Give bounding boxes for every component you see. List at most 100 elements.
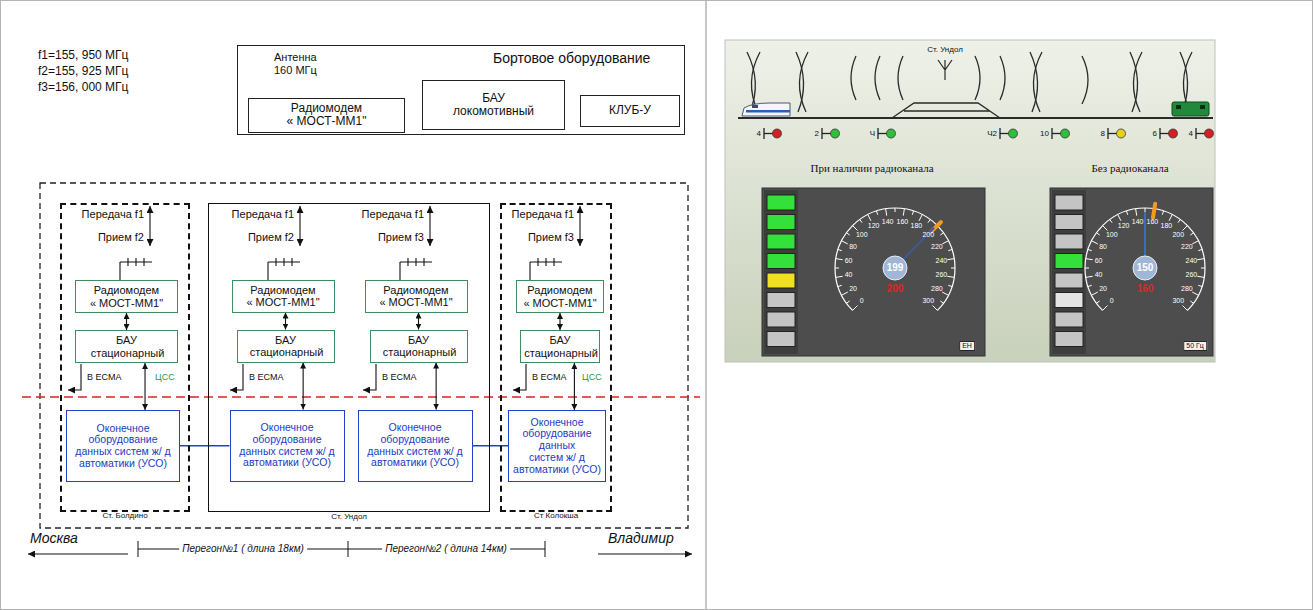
indicator-lamp <box>1055 293 1083 308</box>
group-heading: Ст. Ундол <box>331 513 367 522</box>
drawing-part <box>938 60 952 80</box>
connector <box>418 313 419 330</box>
text-label: Передача f1 <box>232 208 294 221</box>
drawing-part <box>68 364 81 390</box>
text-label: Антенна 160 МГц <box>274 51 332 76</box>
text-label: Передача f1 <box>512 208 574 221</box>
drawing-part <box>975 56 980 100</box>
dial-tick <box>1201 268 1205 269</box>
dial-tick <box>948 249 952 250</box>
connector <box>473 445 509 447</box>
terminal-equipment-box: Оконечное оборудование данных систем ж/ … <box>66 410 180 482</box>
dial-hub <box>1133 256 1157 280</box>
drawing-part <box>299 206 300 246</box>
signal-light <box>1205 129 1214 138</box>
drawing-part <box>746 110 790 113</box>
box-label: Оконечное оборудование данных систем ж/ … <box>70 423 176 470</box>
text-label: Прием f2 <box>98 231 144 244</box>
signal-light <box>1061 129 1070 138</box>
box-label: Оконечное оборудование данных систем ж/ … <box>234 422 341 469</box>
text-label: 280 <box>1181 285 1193 293</box>
drawing-part <box>1176 105 1181 109</box>
text-label: 260 <box>936 271 948 279</box>
dial-tick <box>1103 226 1108 231</box>
text-label: 0 <box>860 297 864 305</box>
text-label: 199 <box>887 262 904 274</box>
text-label: Прием f3 <box>528 231 574 244</box>
dial-tick <box>912 211 913 215</box>
box-label: Радиомодем « МОСТ-ММ1" <box>245 284 321 309</box>
indicator-lamp <box>767 195 795 210</box>
text-label: 140 <box>1132 218 1144 226</box>
direction-arrows <box>28 553 692 554</box>
dial-tick <box>842 292 848 295</box>
text-label: 200 <box>922 231 934 239</box>
text-label: 160 <box>1147 218 1159 226</box>
station-antennas <box>120 258 562 280</box>
dial-tick <box>1182 305 1187 310</box>
drawing-part <box>268 258 300 280</box>
signal-post <box>1196 133 1205 134</box>
group-heading: Ст Колокша <box>534 512 578 521</box>
dial-tick <box>1178 219 1180 222</box>
dial-tick <box>842 241 848 244</box>
box-label: БАУ стационарный <box>91 334 163 359</box>
dial-tick <box>1096 301 1099 303</box>
connector <box>144 363 145 410</box>
dial-tick <box>853 226 858 231</box>
text-label: 120 <box>868 222 880 230</box>
text-label: 2 <box>815 129 819 138</box>
text-label: 220 <box>931 243 943 251</box>
tx-rx-arrows <box>150 206 580 246</box>
indicator-lamp <box>1055 273 1083 288</box>
text-label: 200 <box>1172 231 1184 239</box>
text-label: Ч <box>870 129 875 138</box>
box-label: БАУ стационарный <box>250 334 322 359</box>
dial-tick <box>1110 219 1112 222</box>
drawing-part <box>28 553 128 554</box>
control-unit-box: БАУ стационарный <box>237 330 335 363</box>
boundary-line <box>22 396 700 397</box>
text-label: Передача f1 <box>362 208 424 221</box>
text-label: ЦСС <box>155 372 175 382</box>
text-label: Прием f3 <box>378 231 424 244</box>
group-heading: Бортовое оборудование <box>493 51 650 67</box>
signal-post <box>1052 133 1061 134</box>
text-label: 4 <box>757 129 761 138</box>
text-label: f1=155, 950 МГц <box>38 49 128 63</box>
station-frame: Ст. УндолРадиомодем « МОСТ-ММ1"БАУ стаци… <box>208 203 490 512</box>
radiomodem-box: Радиомодем « МОСТ-ММ1" <box>232 280 335 313</box>
text-label: 10 <box>1040 129 1049 138</box>
klub-box: КЛУБ-У <box>580 95 680 127</box>
indicator-lamp <box>1055 312 1083 327</box>
text-label: Прием f2 <box>248 231 294 244</box>
text-label: 300 <box>922 297 934 305</box>
drawing-part <box>513 364 526 390</box>
box-label: Радиомодем « МОСТ-ММ1" <box>285 102 368 129</box>
indicator-lamp <box>767 273 795 288</box>
text-label: 120 <box>1118 222 1130 230</box>
dial-tick <box>932 305 937 310</box>
text-label: Ст. Ундол <box>927 45 963 54</box>
text-label: 40 <box>1095 271 1103 279</box>
text-label: ЦСС <box>582 372 602 382</box>
dial-tick <box>942 241 948 244</box>
drawing-part <box>1052 190 1086 354</box>
text-label: 180 <box>910 222 922 230</box>
text-label: 60 <box>845 257 853 265</box>
dial-tick <box>895 208 896 212</box>
speed-panels <box>762 188 1213 356</box>
dial-tick <box>838 285 842 286</box>
esma-leaders <box>68 364 526 390</box>
dial-tick <box>919 215 922 221</box>
connector <box>180 445 230 447</box>
text-label: 240 <box>936 257 948 265</box>
text-label: Перегон№1 ( длина 18км) <box>179 543 307 555</box>
cell-divider <box>705 0 707 610</box>
indicator-lamp <box>1055 332 1083 347</box>
text-label: 160 <box>1137 283 1154 295</box>
indicator-lamp <box>767 312 795 327</box>
terminal-equipment-box: Оконечное оборудование данных систем ж/ … <box>230 410 345 482</box>
text-label: 100 <box>856 231 868 239</box>
indicator-lamp <box>1055 215 1083 230</box>
